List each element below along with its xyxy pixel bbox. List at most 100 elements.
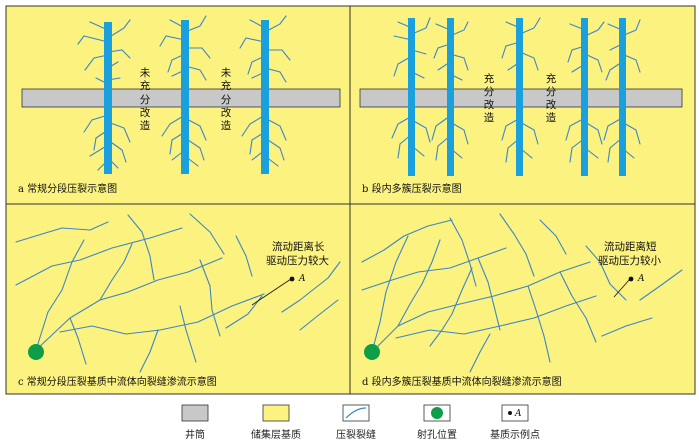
branch bbox=[241, 114, 287, 167]
point-icon-label: A bbox=[514, 409, 522, 419]
crack bbox=[189, 213, 225, 255]
unstimulated-char: 未 bbox=[140, 67, 151, 79]
crack bbox=[235, 235, 253, 277]
panel-a-label-2: 未 充 分 改 造 bbox=[221, 67, 232, 132]
crack bbox=[395, 295, 597, 339]
unstimulated-char: 充 bbox=[546, 72, 557, 85]
panel-d-caption: d 段内多簇压裂基质中流体向裂缝渗流示意图 bbox=[362, 375, 562, 388]
main-fracture bbox=[581, 18, 588, 176]
panel-b-drawing bbox=[391, 17, 641, 163]
unstimulated-char: 充 bbox=[221, 79, 232, 92]
crack bbox=[69, 317, 87, 365]
branch bbox=[161, 114, 207, 167]
unstimulated-char: 改 bbox=[546, 98, 557, 111]
branch bbox=[393, 17, 431, 79]
crack bbox=[59, 293, 265, 335]
crack bbox=[299, 299, 339, 331]
main-fracture bbox=[261, 20, 269, 174]
main-fracture bbox=[619, 18, 626, 176]
crack bbox=[99, 243, 133, 301]
crack bbox=[199, 259, 221, 337]
unstimulated-char: 充 bbox=[140, 79, 151, 92]
matrix-swatch bbox=[262, 404, 290, 422]
panel-a-fractures bbox=[104, 20, 269, 174]
crack bbox=[499, 213, 535, 277]
branch bbox=[391, 115, 431, 159]
unstimulated-char: 造 bbox=[221, 119, 232, 132]
panel-c-point bbox=[289, 276, 295, 282]
unstimulated-char: 分 bbox=[546, 86, 557, 98]
crack bbox=[371, 235, 409, 353]
panel-b-fractures bbox=[408, 18, 626, 176]
panel-c-cracks bbox=[15, 213, 341, 373]
crack bbox=[449, 217, 477, 287]
crack bbox=[179, 305, 197, 363]
crack bbox=[539, 219, 567, 255]
unstimulated-char: 造 bbox=[140, 119, 151, 132]
crack bbox=[361, 219, 453, 263]
crack-icon bbox=[345, 407, 367, 419]
branch bbox=[83, 114, 131, 171]
branch bbox=[501, 117, 539, 163]
crack bbox=[429, 267, 473, 347]
crack bbox=[477, 257, 501, 331]
branch bbox=[431, 115, 469, 161]
main-fracture bbox=[447, 18, 454, 176]
crack bbox=[639, 269, 683, 301]
crack bbox=[225, 295, 263, 329]
panel-c-annotation-line-1: 流动距离长 bbox=[272, 240, 325, 253]
panel-a-caption: a 常规分段压裂示意图 bbox=[18, 182, 117, 195]
branch bbox=[565, 117, 603, 163]
panel-a-drawing bbox=[77, 15, 291, 171]
panel-b-label-1: 充 分 改 造 bbox=[484, 72, 495, 124]
legend: 井筒 储集层基质 压裂裂缝 射孔位置 A 基质示例点 bbox=[181, 404, 540, 441]
crack bbox=[527, 285, 551, 363]
unstimulated-char: 改 bbox=[221, 106, 232, 119]
legend-label-perforation: 射孔位置 bbox=[417, 428, 457, 441]
crack bbox=[371, 261, 591, 353]
crack bbox=[15, 227, 183, 286]
main-fracture bbox=[516, 18, 523, 176]
unstimulated-char: 充 bbox=[484, 72, 495, 85]
unstimulated-char: 改 bbox=[140, 106, 151, 119]
panel-d-annotation-line-1: 流动距离短 bbox=[604, 240, 657, 253]
branch bbox=[605, 19, 641, 81]
panel-d-pointer bbox=[613, 278, 631, 298]
panel-b-caption: b 段内多簇压裂示意图 bbox=[362, 182, 462, 195]
panel-d-annotation-line-2: 驱动压力较小 bbox=[598, 254, 661, 267]
unstimulated-char: 分 bbox=[221, 94, 232, 106]
unstimulated-char: 改 bbox=[484, 98, 495, 111]
unstimulated-char: 分 bbox=[484, 86, 495, 98]
legend-label-wellbore: 井筒 bbox=[185, 428, 205, 441]
panel-d-background bbox=[349, 203, 696, 395]
crack bbox=[469, 333, 491, 373]
crack bbox=[15, 221, 109, 243]
branch bbox=[603, 117, 641, 163]
main-fracture bbox=[408, 18, 415, 176]
panel-c-pointer bbox=[251, 278, 292, 306]
panel-c-perforation bbox=[28, 344, 44, 360]
crack bbox=[361, 247, 507, 291]
panel-b-label-2: 充 分 改 造 bbox=[546, 72, 557, 124]
unstimulated-char: 造 bbox=[546, 111, 557, 124]
legend-label-matrix: 储集层基质 bbox=[251, 428, 301, 441]
unstimulated-char: 造 bbox=[484, 111, 495, 124]
panel-d-perforation bbox=[364, 344, 380, 360]
unstimulated-char: 分 bbox=[140, 94, 151, 106]
crack bbox=[139, 329, 159, 373]
main-fracture bbox=[104, 22, 112, 174]
panel-c-background bbox=[5, 203, 351, 395]
main-fracture bbox=[181, 20, 189, 174]
branch bbox=[77, 19, 131, 85]
crack-swatch bbox=[342, 404, 370, 422]
panel-c-point-label: A bbox=[298, 274, 306, 284]
point-swatch bbox=[501, 404, 529, 422]
legend-label-point: 基质示例点 bbox=[490, 428, 540, 441]
crack bbox=[397, 239, 441, 327]
wellbore-swatch bbox=[181, 404, 209, 422]
perforation-icon bbox=[431, 407, 443, 419]
crack bbox=[601, 317, 653, 337]
unstimulated-char: 未 bbox=[221, 67, 232, 79]
point-icon bbox=[508, 411, 512, 415]
